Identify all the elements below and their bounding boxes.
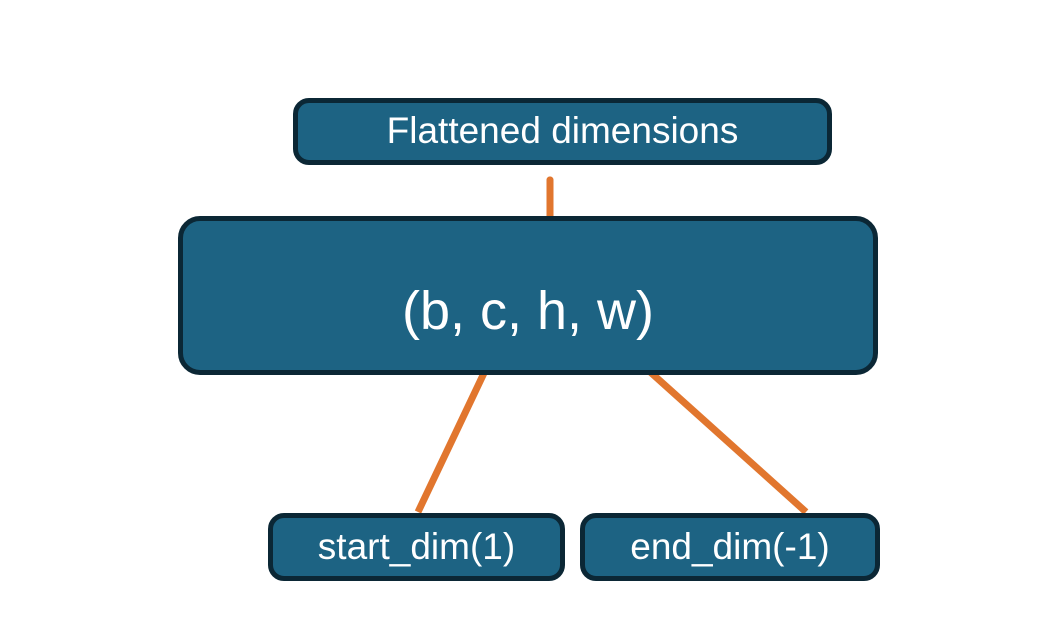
- node-end-dim[interactable]: end_dim(-1): [580, 513, 880, 581]
- node-tensor-shape[interactable]: (b, c, h, w): [178, 216, 878, 375]
- node-flattened-dimensions-label: Flattened dimensions: [386, 110, 739, 152]
- node-end-dim-label: end_dim(-1): [630, 525, 830, 567]
- node-start-dim[interactable]: start_dim(1): [268, 513, 565, 581]
- node-start-dim-label: start_dim(1): [317, 525, 516, 567]
- node-flattened-dimensions[interactable]: Flattened dimensions: [293, 98, 832, 165]
- node-tensor-shape-label: (b, c, h, w): [401, 281, 655, 342]
